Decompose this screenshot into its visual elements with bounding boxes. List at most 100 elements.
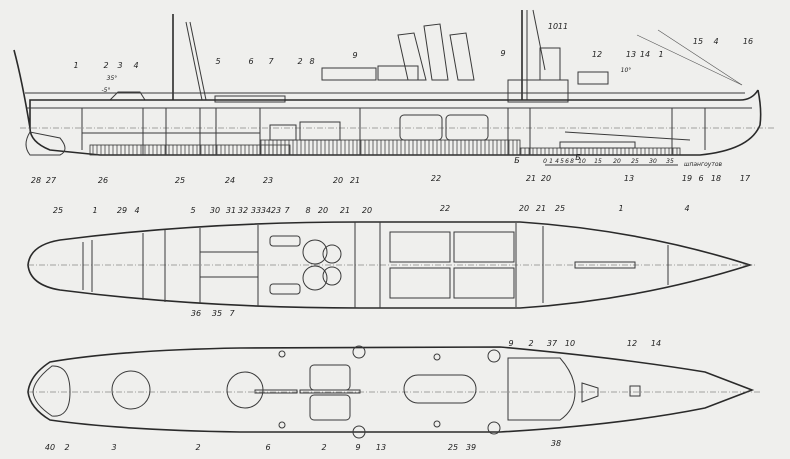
label: 4 — [133, 61, 138, 70]
label: 29 — [117, 206, 127, 215]
funnels — [397, 23, 475, 81]
scale-tick: 20 — [613, 158, 621, 165]
label: 22 — [431, 174, 441, 183]
scale-tick: 8 — [570, 158, 574, 165]
ventilators — [278, 345, 501, 439]
label: 36 — [191, 309, 201, 318]
upper-plan-labels-top: 9 2 37 10 12 14 — [508, 339, 661, 348]
label: 40 — [45, 443, 55, 452]
label: 23 — [263, 176, 273, 185]
scale-tick: 15 — [594, 158, 602, 165]
deck-plan-labels-bottom: 36 35 7 — [191, 309, 236, 318]
label: 33 — [251, 206, 261, 215]
scale-tick: 4 — [555, 158, 559, 165]
label: -5° — [102, 87, 111, 94]
internal-deck-plan: 25 1 29 4 5 30 31 32 33 34 23 7 8 20 21 … — [27, 204, 755, 318]
label: 21 — [526, 174, 536, 183]
frame-scale-labels: 0 1 4 5 6 8 10 15 20 25 30 35 шпангоутов — [543, 158, 722, 168]
scale-tick: 10 — [578, 158, 586, 165]
label: 10 — [548, 22, 558, 31]
label: 14 — [651, 339, 661, 348]
label: 22 — [440, 204, 450, 213]
label: 13 — [376, 443, 386, 452]
label: 35 — [212, 309, 222, 318]
label: 25 — [555, 204, 565, 213]
label: 1 — [73, 61, 78, 70]
label: 6 — [265, 443, 270, 452]
label: 2 — [528, 339, 533, 348]
label: 17 — [740, 174, 751, 183]
scale-tick: 25 — [631, 158, 639, 165]
label: 27 — [46, 176, 57, 185]
label: 37 — [547, 339, 558, 348]
label: 13 — [626, 50, 636, 59]
side-profile: 1 2 3 4 35° -5° 5 6 7 2 8 9 9 10 11 12 1… — [13, 9, 775, 185]
label: 9 — [500, 49, 505, 58]
scale-tick: 30 — [649, 158, 657, 165]
label: 14 — [640, 50, 650, 59]
label: 9 — [355, 443, 360, 452]
label: 30 — [210, 206, 220, 215]
deck-plan-hull — [27, 221, 753, 309]
label: 31 — [226, 206, 236, 215]
boilers — [269, 114, 489, 141]
label: 20 — [362, 206, 372, 215]
label: 25 — [53, 206, 63, 215]
label: 32 — [238, 206, 248, 215]
label: 19 — [682, 174, 692, 183]
label: 13 — [624, 174, 634, 183]
deck-plan-labels-top: 25 1 29 4 5 30 31 32 33 34 23 7 8 20 21 … — [53, 204, 690, 215]
label: 15 — [693, 37, 703, 46]
label: 8 — [305, 206, 310, 215]
label: 23 — [271, 206, 281, 215]
boilers-plan — [269, 235, 342, 295]
label: 4 — [134, 206, 139, 215]
label: 8 — [309, 57, 314, 66]
label: 7 — [284, 206, 290, 215]
label: 16 — [743, 37, 753, 46]
label: 28 — [31, 176, 41, 185]
label: 26 — [98, 176, 108, 185]
label: 2 — [297, 57, 302, 66]
label: 20 — [519, 204, 529, 213]
scale-tick: 6 — [565, 158, 569, 165]
rudder — [25, 131, 66, 156]
label: 3 — [117, 61, 122, 70]
label: 25 — [175, 176, 185, 185]
label: 1 — [618, 204, 623, 213]
label: 2 — [64, 443, 69, 452]
scale-tick: 0 — [543, 158, 547, 165]
label: 5 — [190, 206, 195, 215]
label: 38 — [551, 439, 561, 448]
label: 2 — [195, 443, 200, 452]
profile-labels-top: 1 2 3 4 35° -5° 5 6 7 2 8 9 9 10 11 12 1… — [73, 22, 753, 94]
label: 1 — [92, 206, 97, 215]
label: 18 — [711, 174, 721, 183]
label: 10 — [565, 339, 575, 348]
label: 6 — [698, 174, 703, 183]
label: 4 — [684, 204, 689, 213]
upper-plan-labels-bottom: 40 2 3 2 6 2 9 13 25 39 38 — [45, 439, 561, 452]
label: 11 — [558, 22, 568, 31]
label: 10° — [621, 67, 632, 74]
label: Б — [514, 156, 520, 165]
label: 6 — [248, 57, 253, 66]
label: 5 — [215, 57, 220, 66]
label: 2 — [321, 443, 326, 452]
label: 12 — [627, 339, 637, 348]
hull-outline — [29, 89, 762, 156]
label: 39 — [466, 443, 476, 452]
scale-tick: 35 — [666, 158, 674, 165]
label: 2 — [103, 61, 108, 70]
scale-tick: 1 — [549, 158, 553, 165]
label: 9 — [508, 339, 513, 348]
label: 20 — [318, 206, 328, 215]
scale-caption: шпангоутов — [684, 161, 723, 168]
gun-mounts — [111, 357, 641, 421]
label: 4 — [713, 37, 718, 46]
label: Б — [575, 153, 581, 162]
label: 21 — [350, 176, 360, 185]
label: 21 — [536, 204, 546, 213]
